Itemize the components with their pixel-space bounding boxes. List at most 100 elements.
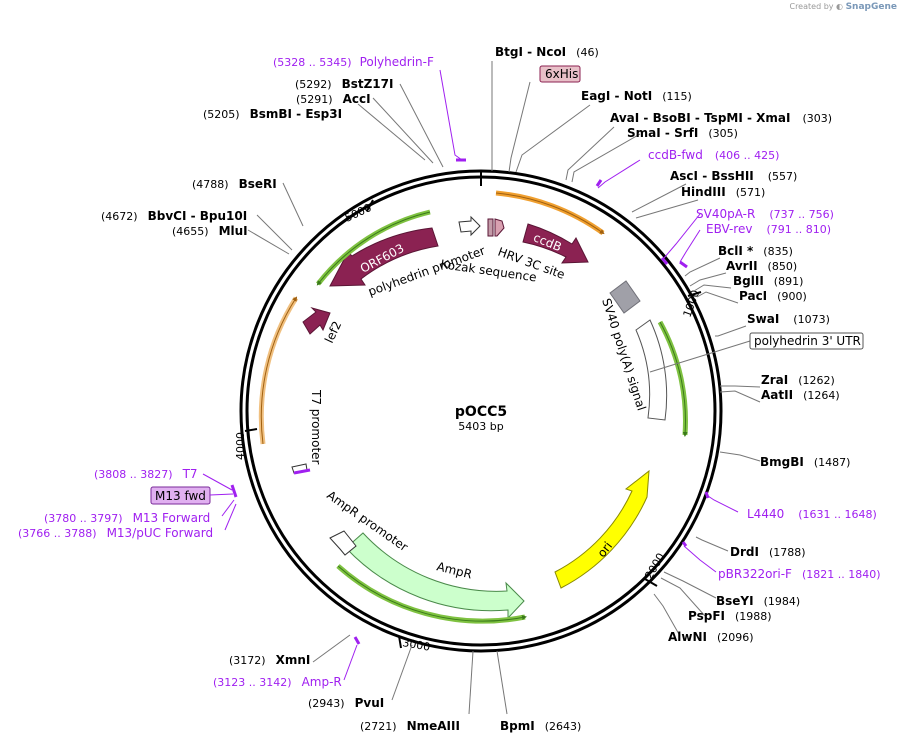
primer-m13-puc-forward: M13/pUC Forward bbox=[107, 526, 214, 540]
svg-text:(3766 .. 3788)M13/pUC Forward: (3766 .. 3788)M13/pUC Forward bbox=[18, 526, 213, 540]
primer-t7: T7 bbox=[182, 467, 198, 481]
svg-text:BtgI - NcoI(46): BtgI - NcoI(46) bbox=[495, 45, 599, 59]
polyhedrin-promoter-feature[interactable] bbox=[458, 215, 481, 237]
enzyme-ncoi: NcoI bbox=[536, 45, 566, 59]
primer-marks bbox=[230, 158, 710, 645]
svg-text:AlwNI(2096): AlwNI(2096) bbox=[668, 630, 754, 644]
primer-leaders bbox=[202, 69, 739, 681]
primer-polyhedrin-f: Polyhedrin-F bbox=[360, 55, 434, 69]
svg-text:(3123 .. 3142)Amp-R: (3123 .. 3142)Amp-R bbox=[213, 675, 342, 689]
enzyme-eagi: EagI bbox=[581, 89, 610, 103]
svg-text:(2721)NmeAIII: (2721)NmeAIII bbox=[360, 719, 460, 733]
enzyme-pvui: PvuI bbox=[355, 696, 385, 710]
polyhedrin-utr-feature[interactable] bbox=[635, 319, 668, 421]
primer-l4440: L4440 bbox=[747, 507, 784, 521]
lef2-feature[interactable] bbox=[302, 307, 331, 335]
svg-text:ZraI(1262): ZraI(1262) bbox=[761, 373, 835, 387]
tick-4000: 4000 bbox=[234, 432, 247, 460]
his-tag-label: 6xHis bbox=[545, 67, 578, 81]
his-tag-box[interactable] bbox=[539, 65, 581, 83]
scale-ticks bbox=[244, 199, 702, 649]
svg-text:(5292)BstZ17I: (5292)BstZ17I bbox=[295, 77, 393, 91]
enzyme-smai: SmaI bbox=[627, 126, 661, 140]
svg-text:AvaI - BsoBI - TspMI - XmaI(30: AvaI - BsoBI - TspMI - XmaI(303) bbox=[610, 111, 832, 125]
svg-text:AvrII(850): AvrII(850) bbox=[726, 259, 797, 273]
ampr-promoter-feature[interactable] bbox=[329, 530, 357, 556]
enzyme-zrai: ZraI bbox=[761, 373, 788, 387]
enzyme-labels: BtgI - NcoI(46) EagI - NotI(115) AvaI - … bbox=[101, 45, 850, 733]
enzyme-esp3i: Esp3I bbox=[305, 107, 342, 121]
enzyme-bmgbi: BmgBI bbox=[760, 455, 804, 469]
primer-pbr322ori-f: pBR322ori-F bbox=[718, 567, 792, 581]
svg-text:L4440(1631 .. 1648): L4440(1631 .. 1648) bbox=[747, 507, 877, 521]
svg-text:(3808 .. 3827)T7: (3808 .. 3827)T7 bbox=[94, 467, 198, 481]
enzyme-bsmbi: BsmBI bbox=[250, 107, 292, 121]
enzyme-btgi: BtgI bbox=[495, 45, 523, 59]
t7-promoter-label: T7 promoter bbox=[309, 389, 323, 465]
svg-text:(2943)PvuI: (2943)PvuI bbox=[308, 696, 384, 710]
hrv-3c-feature[interactable] bbox=[494, 218, 505, 237]
enzyme-xmni: XmnI bbox=[276, 653, 311, 667]
svg-text:DrdI(1788): DrdI(1788) bbox=[730, 545, 806, 559]
svg-text:BclI *(835): BclI *(835) bbox=[718, 244, 793, 258]
ccdb-feature[interactable] bbox=[522, 223, 589, 264]
svg-text:EBV-rev(791 .. 810): EBV-rev(791 .. 810) bbox=[706, 222, 831, 236]
enzyme-bstz17i: BstZ17I bbox=[342, 77, 394, 91]
enzyme-bseri: BseRI bbox=[239, 177, 277, 191]
svg-text:(4655)MluI: (4655)MluI bbox=[172, 224, 248, 238]
enzyme-drdi: DrdI bbox=[730, 545, 759, 559]
enzyme-bpu10i: Bpu10I bbox=[200, 209, 247, 223]
enzyme-avai: AvaI bbox=[610, 111, 639, 125]
enzyme-bbvci: BbvCI bbox=[148, 209, 187, 223]
svg-text:BglII(891): BglII(891) bbox=[733, 274, 803, 288]
enzyme-bcli: BclI * bbox=[718, 244, 754, 258]
svg-text:HindIII(571): HindIII(571) bbox=[681, 185, 765, 199]
orf603-feature[interactable] bbox=[329, 227, 439, 287]
ampr-feature[interactable] bbox=[345, 532, 525, 620]
enzyme-mlui: MluI bbox=[219, 224, 248, 238]
sv40-polya-box[interactable] bbox=[609, 280, 641, 314]
svg-text:(5328 .. 5345)Polyhedrin-F: (5328 .. 5345)Polyhedrin-F bbox=[273, 55, 434, 69]
enzyme-xmai: XmaI bbox=[756, 111, 790, 125]
svg-text:AatII(1264): AatII(1264) bbox=[761, 388, 840, 402]
svg-text:(4672)BbvCI - Bpu10I: (4672)BbvCI - Bpu10I bbox=[101, 209, 247, 223]
svg-text:(5291)AccI: (5291)AccI bbox=[296, 92, 371, 106]
plasmid-length: 5403 bp bbox=[458, 420, 503, 433]
svg-text:SmaI - SrfI(305): SmaI - SrfI(305) bbox=[627, 126, 738, 140]
enzyme-alwni: AlwNI bbox=[668, 630, 707, 644]
svg-text:BpmI(2643): BpmI(2643) bbox=[500, 719, 581, 733]
svg-text:ccdB-fwd(406 .. 425): ccdB-fwd(406 .. 425) bbox=[648, 148, 779, 162]
primer-ccdb-fwd: ccdB-fwd bbox=[648, 148, 703, 162]
primer-m13-forward: M13 Forward bbox=[133, 511, 211, 525]
svg-text:pBR322ori-F(1821 .. 1840): pBR322ori-F(1821 .. 1840) bbox=[718, 567, 881, 581]
primer-amp-r: Amp-R bbox=[302, 675, 342, 689]
svg-text:AscI - BssHII(557): AscI - BssHII(557) bbox=[670, 169, 797, 183]
enzyme-hindiii: HindIII bbox=[681, 185, 726, 199]
enzyme-paci: PacI bbox=[739, 289, 767, 303]
svg-text:BseYI(1984): BseYI(1984) bbox=[716, 594, 800, 608]
sv40-label: SV40 poly(A) signal bbox=[599, 297, 649, 413]
ampr-label: AmpR bbox=[435, 559, 473, 581]
kozak-feature[interactable] bbox=[487, 218, 494, 237]
ori-feature[interactable] bbox=[554, 469, 650, 589]
svg-text:BmgBI(1487): BmgBI(1487) bbox=[760, 455, 850, 469]
enzyme-tspmi: TspMI bbox=[704, 111, 743, 125]
enzyme-bpmi: BpmI bbox=[500, 719, 535, 733]
enzyme-avrii: AvrII bbox=[726, 259, 758, 273]
enzyme-noti: NotI bbox=[624, 89, 653, 103]
enzyme-bglii: BglII bbox=[733, 274, 764, 288]
polyhedrin-utr-box[interactable] bbox=[749, 332, 864, 350]
enzyme-bsshii: BssHII bbox=[711, 169, 753, 183]
enzyme-bsobi: BsoBI bbox=[653, 111, 691, 125]
leader-lines bbox=[247, 61, 761, 715]
m13-fwd-label: M13 fwd bbox=[155, 489, 206, 503]
tick-3000: 3000 bbox=[401, 636, 431, 654]
primer-ebv-rev: EBV-rev bbox=[706, 222, 752, 236]
enzyme-aatii: AatII bbox=[761, 388, 793, 402]
enzyme-nmeaiii: NmeAIII bbox=[407, 719, 460, 733]
credit-brand: SnapGene bbox=[845, 2, 897, 12]
primer-sv40pa-r: SV40pA-R bbox=[696, 207, 755, 221]
svg-text:PspFI(1988): PspFI(1988) bbox=[688, 609, 772, 623]
enzyme-swai: SwaI bbox=[747, 312, 779, 326]
m13-fwd-box[interactable] bbox=[150, 486, 211, 505]
